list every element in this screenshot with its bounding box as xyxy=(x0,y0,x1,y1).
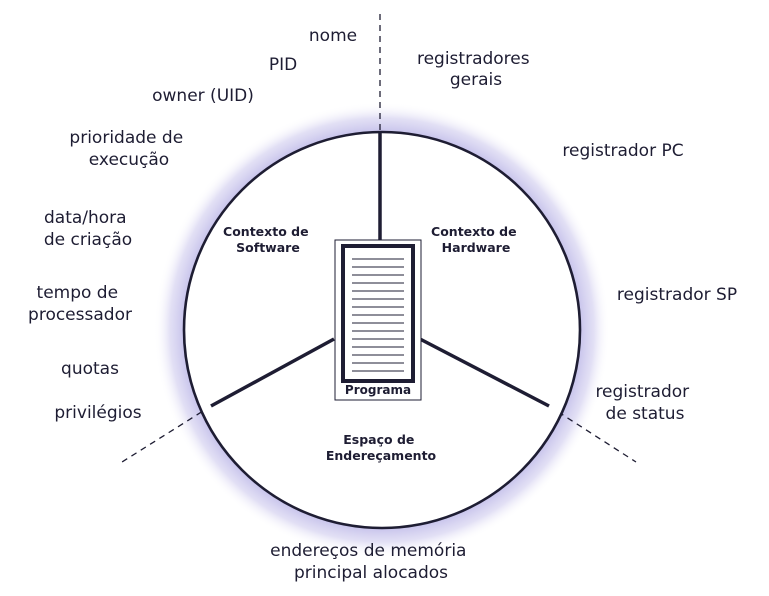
attr-registradores-gerais: registradores gerais xyxy=(417,49,535,90)
attr-enderecos-memoria: endereços de memória principal alocados xyxy=(270,541,472,583)
attr-registrador-sp: registrador SP xyxy=(617,285,737,305)
attr-registrador-pc: registrador PC xyxy=(562,141,683,161)
attr-nome: nome xyxy=(309,26,357,46)
attr-quotas: quotas xyxy=(61,359,119,379)
attr-pid: PID xyxy=(269,55,297,75)
attr-tempo-processador: tempo de processador xyxy=(28,283,132,325)
hardware-context-title: Contexto de Hardware xyxy=(431,224,521,255)
program-box: Programa xyxy=(334,239,422,401)
software-context-title: Contexto de Software xyxy=(223,224,313,255)
attr-data-hora: data/hora de criação xyxy=(44,208,132,250)
address-space-title: Espaço de Endereçamento xyxy=(326,432,437,463)
attr-prioridade: prioridade de execução xyxy=(69,128,188,170)
divider-left xyxy=(210,337,335,408)
software-attributes: nome PID owner (UID) prioridade de execu… xyxy=(28,26,357,423)
program-label: Programa xyxy=(345,383,411,397)
divider-right xyxy=(419,337,550,408)
attr-privilegios: privilégios xyxy=(54,403,141,423)
program-text-lines xyxy=(352,258,404,372)
hardware-attributes: registradores gerais registrador PC regi… xyxy=(417,49,737,424)
attr-owner: owner (UID) xyxy=(152,86,254,106)
attr-registrador-status: registrador de status xyxy=(595,382,694,424)
